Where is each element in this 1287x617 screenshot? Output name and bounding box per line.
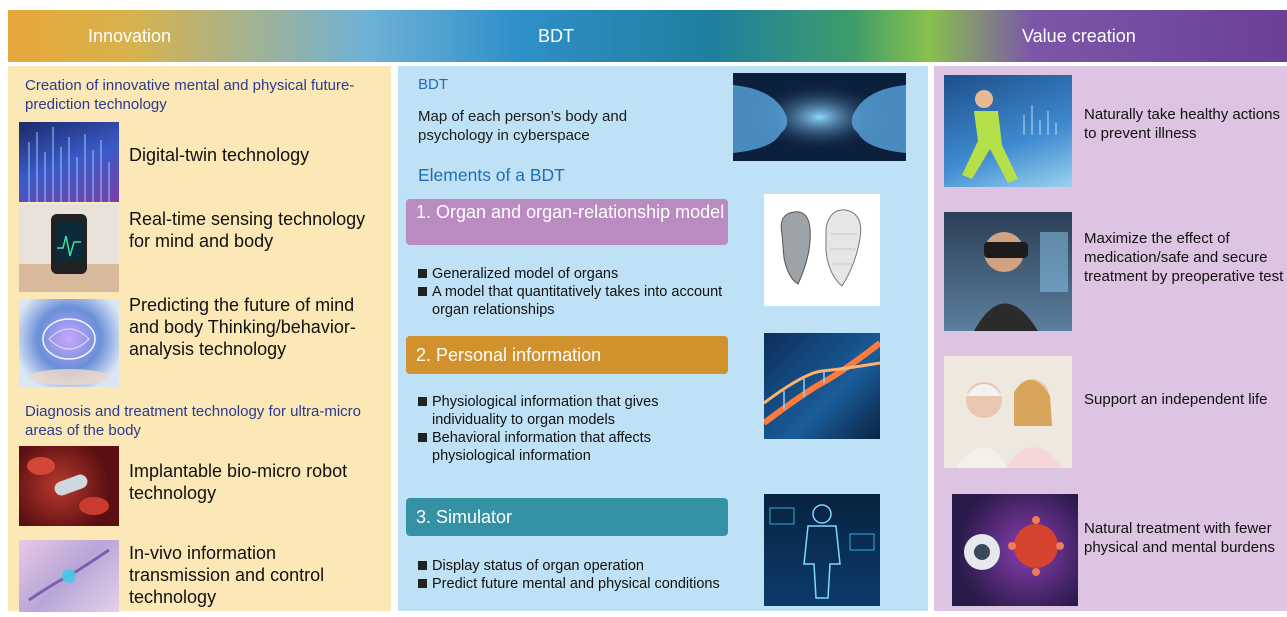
element-bullets-simulator: Display status of organ operation Predic… — [418, 557, 728, 593]
bullet-item: Display status of organ operation — [418, 557, 728, 575]
innovation-item-sensing: Real-time sensing technology for mind an… — [129, 209, 366, 251]
value-item-maximize-effect: Maximize the effect of medication/safe a… — [1084, 230, 1284, 285]
bullet-item: Physiological information that gives ind… — [418, 393, 728, 429]
micro-robot-icon — [19, 446, 119, 526]
bullet-item: Predict future mental and physical condi… — [418, 575, 728, 593]
body-scan-icon — [764, 494, 880, 606]
bdt-description: Map of each person’s body and psychology… — [418, 108, 628, 144]
element-bar-personal-info: 2. Personal information — [406, 336, 728, 374]
innovation-item-in-vivo: In-vivo information transmission and con… — [129, 543, 325, 607]
bullet-item: Generalized model of organs — [418, 265, 728, 283]
header-innovation: Innovation — [88, 26, 172, 46]
smartwatch-icon — [19, 204, 119, 292]
bullet-item: A model that quantitatively takes into a… — [418, 283, 728, 319]
vr-headset-icon — [944, 212, 1072, 331]
bdt-title: BDT — [418, 76, 448, 93]
value-item-healthy-actions: Naturally take healthy actions to preven… — [1084, 106, 1280, 142]
faces-icon — [733, 73, 906, 161]
element-bar-simulator: 3. Simulator — [406, 498, 728, 536]
header-bdt: BDT — [538, 26, 574, 46]
bdt-elements-title: Elements of a BDT — [418, 165, 565, 185]
nanobot-icon — [952, 494, 1078, 606]
digital-twin-icon — [19, 122, 119, 202]
element-bullets-personal-info: Physiological information that gives ind… — [418, 393, 728, 465]
element-bar-organ-model: 1. Organ and organ-relationship model — [406, 199, 728, 245]
header-value-creation: Value creation — [1022, 26, 1136, 46]
heart-model-icon — [764, 194, 880, 306]
neuron-icon — [19, 540, 119, 612]
value-item-independent-life: Support an independent life — [1084, 391, 1268, 408]
bdt-panel: BDT Map of each person’s body and psycho… — [398, 66, 928, 611]
innovation-item-micro-robot: Implantable bio-micro robot technology — [129, 461, 348, 503]
element-bullets-organ-model: Generalized model of organs A model that… — [418, 265, 728, 319]
value-creation-panel: Naturally take healthy actions to preven… — [934, 66, 1287, 611]
innovation-panel: Creation of innovative mental and physic… — [8, 66, 391, 612]
dna-icon — [764, 333, 880, 439]
brain-icon — [19, 299, 119, 387]
caregiver-icon — [944, 356, 1072, 468]
value-item-natural-treatment: Natural treatment with fewer physical an… — [1084, 520, 1275, 556]
innovation-item-predicting: Predicting the future of mind and body T… — [129, 295, 356, 359]
innovation-section1-title: Creation of innovative mental and physic… — [25, 77, 355, 113]
innovation-section2-title: Diagnosis and treatment technology for u… — [25, 403, 361, 439]
bullet-item: Behavioral information that affects phys… — [418, 429, 728, 465]
header-banner: Innovation BDT Value creation — [8, 10, 1287, 62]
runner-icon — [944, 75, 1072, 187]
innovation-item-digital-twin: Digital-twin technology — [129, 145, 310, 165]
